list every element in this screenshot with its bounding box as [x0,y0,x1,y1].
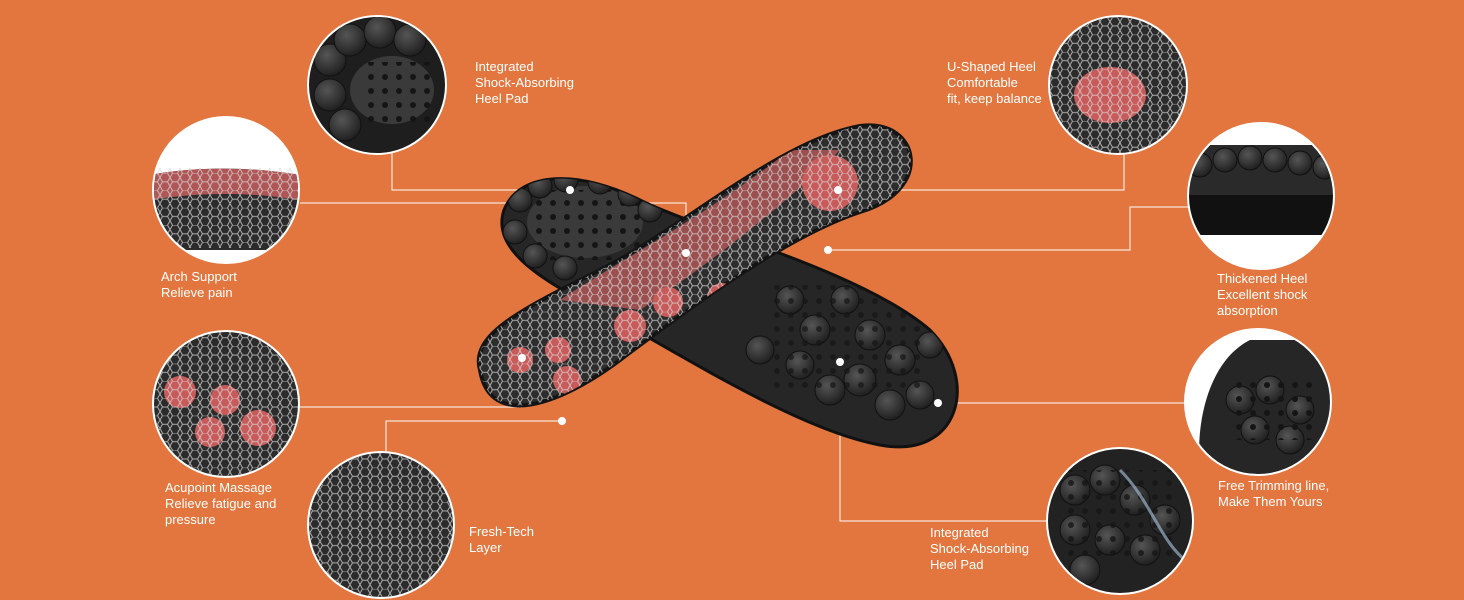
detail-thickened-heel [1187,122,1335,270]
detail-acupoint [152,330,300,478]
detail-u-shaped-heel [1048,15,1188,155]
detail-heel-pad-top [307,15,447,155]
detail-free-trimming [1184,328,1332,476]
insole-back [500,177,959,449]
label-free-trimming: Free Trimming line,Make Them Yours [1218,478,1330,509]
detail-heel-pad-bottom [1046,447,1194,595]
detail-fresh-tech [307,451,455,599]
marker-dots [518,186,942,425]
detail-arch-support [152,116,300,264]
